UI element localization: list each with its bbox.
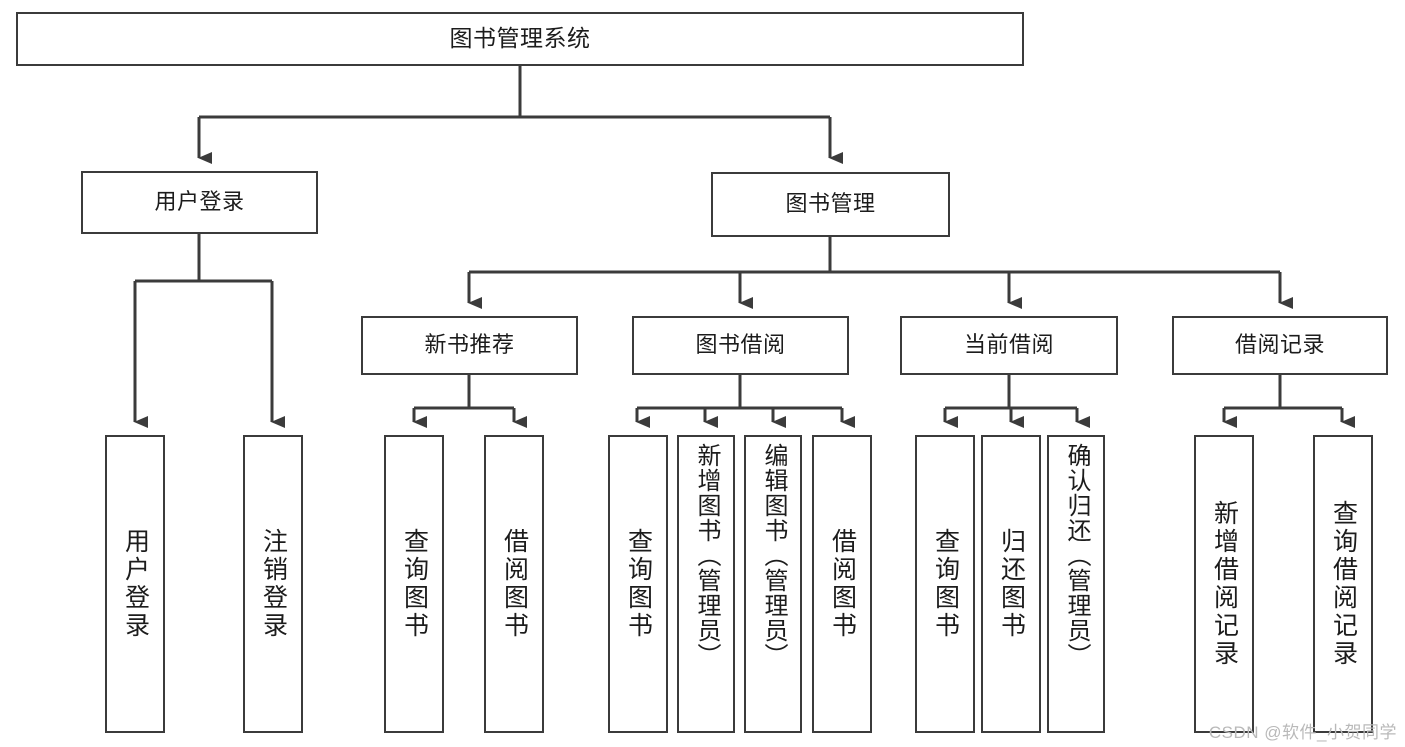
node-label: 图书管理 — [785, 191, 876, 217]
node-label: 当前借阅 — [963, 332, 1054, 358]
leaf-add-book-admin[interactable]: 新增图书（管理员） — [677, 435, 735, 733]
leaf-user-login[interactable]: 用户登录 — [105, 435, 165, 733]
node-label: 查询图书 — [624, 528, 653, 640]
node-label: 注销登录 — [259, 528, 288, 640]
leaf-query-book-recommend[interactable]: 查询图书 — [384, 435, 444, 733]
leaf-borrow-book[interactable]: 借阅图书 — [812, 435, 872, 733]
node-label: 编辑图书（管理员） — [760, 443, 787, 668]
node-new-book-recommend[interactable]: 新书推荐 — [361, 316, 578, 375]
leaf-borrow-book-recommend[interactable]: 借阅图书 — [484, 435, 544, 733]
leaf-add-borrow-record[interactable]: 新增借阅记录 — [1194, 435, 1254, 733]
node-label: 借阅图书 — [500, 528, 529, 640]
node-book-borrow[interactable]: 图书借阅 — [632, 316, 849, 375]
leaf-confirm-return-admin[interactable]: 确认归还（管理员） — [1047, 435, 1105, 733]
node-label: 查询图书 — [400, 528, 429, 640]
node-label: 借阅记录 — [1234, 332, 1325, 358]
watermark-text: CSDN @软件_小贺同学 — [1208, 723, 1397, 742]
node-label: 新增图书（管理员） — [693, 443, 720, 668]
node-label: 查询图书 — [931, 528, 960, 640]
node-borrow-record[interactable]: 借阅记录 — [1172, 316, 1388, 375]
node-label: 查询借阅记录 — [1329, 500, 1358, 668]
node-current-borrow[interactable]: 当前借阅 — [900, 316, 1118, 375]
node-root-system[interactable]: 图书管理系统 — [16, 12, 1024, 66]
leaf-logout[interactable]: 注销登录 — [243, 435, 303, 733]
node-label: 用户登录 — [121, 528, 150, 640]
node-user-login[interactable]: 用户登录 — [81, 171, 318, 234]
leaf-edit-book-admin[interactable]: 编辑图书（管理员） — [744, 435, 802, 733]
leaf-query-book-current[interactable]: 查询图书 — [915, 435, 975, 733]
node-label: 图书借阅 — [695, 332, 786, 358]
node-label: 借阅图书 — [828, 528, 857, 640]
node-label: 归还图书 — [997, 528, 1026, 640]
leaf-return-book[interactable]: 归还图书 — [981, 435, 1041, 733]
node-label: 图书管理系统 — [449, 25, 591, 52]
leaf-query-borrow-record[interactable]: 查询借阅记录 — [1313, 435, 1373, 733]
node-label: 用户登录 — [154, 189, 245, 215]
node-label: 新增借阅记录 — [1210, 500, 1239, 668]
node-label: 确认归还（管理员） — [1063, 443, 1090, 668]
node-book-management[interactable]: 图书管理 — [711, 172, 950, 237]
leaf-query-book-borrow[interactable]: 查询图书 — [608, 435, 668, 733]
node-label: 新书推荐 — [424, 332, 515, 358]
